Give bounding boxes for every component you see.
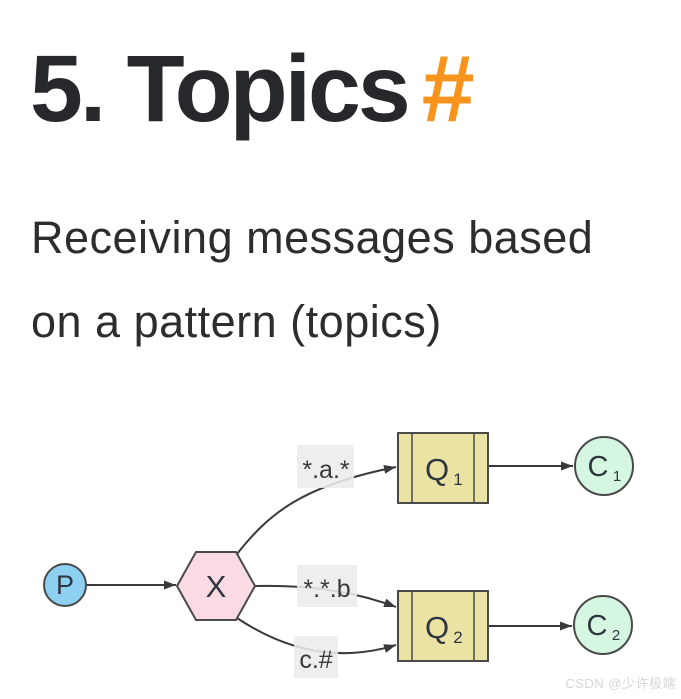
subtitle: Receiving messages based on a pattern (t…	[31, 196, 593, 364]
binding-key-2: *.*.b	[303, 575, 350, 603]
consumer2-circle	[573, 595, 633, 655]
exchange-label: X	[206, 569, 227, 604]
consumer1-label: C	[588, 451, 609, 483]
queue1-node: Q 1	[397, 432, 489, 504]
consumer2-label-sub: 2	[612, 627, 620, 644]
watermark: CSDN @少许极端	[565, 676, 676, 691]
subtitle-line1: Receiving messages based	[31, 212, 594, 263]
queue2-label: Q	[425, 610, 449, 645]
queue2-label-sub: 2	[453, 628, 462, 647]
heading-anchor-link[interactable]: #	[421, 36, 475, 142]
producer-label: P	[56, 570, 74, 600]
binding-key-1: *.a.*	[302, 456, 350, 484]
binding-label-bg-2	[297, 565, 357, 607]
subtitle-line2: on a pattern (topics)	[31, 296, 442, 347]
queue2-node: Q 2	[397, 590, 489, 662]
consumer1-label-sub: 1	[613, 468, 621, 485]
exchange-node	[175, 551, 257, 621]
consumer2-label: C	[587, 610, 608, 642]
binding-key-3: c.#	[299, 646, 332, 674]
queue1-label: Q	[425, 452, 449, 487]
page-title-text: 5. Topics	[30, 36, 411, 142]
arrow-exchange-to-queue1	[236, 464, 397, 555]
consumer2-node: C 2	[573, 595, 633, 655]
queue1-label-sub: 1	[453, 470, 462, 489]
binding-label-bg-3	[294, 636, 338, 678]
page-title: 5. Topics#	[30, 39, 475, 140]
consumer1-circle	[574, 436, 634, 496]
topics-diagram: *.a.* *.*.b c.# P X Q 1 Q 2	[43, 432, 634, 678]
queue1-box	[397, 432, 489, 504]
binding-label-bg-1	[297, 445, 354, 488]
producer-node	[43, 563, 87, 607]
consumer1-node: C 1	[574, 436, 634, 496]
queue2-box	[397, 590, 489, 662]
